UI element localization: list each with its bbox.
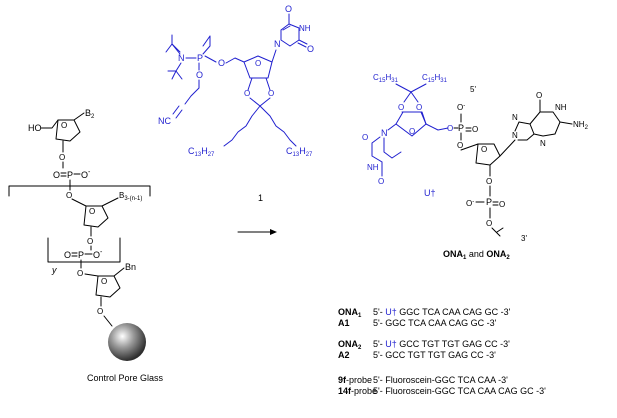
sequence-name: A1 [338, 318, 350, 328]
sequence-value: 5'- GGC TCA CAA CAG GC -3' [373, 318, 497, 328]
product-p-2: P [486, 197, 492, 207]
product-g-n-1: N [512, 131, 518, 140]
product-o-link-1: O [457, 141, 463, 150]
sequence-name: 14f-probe [338, 386, 377, 396]
amidite-base-o-1: O [285, 4, 292, 14]
sequence-value: 5'- U† GGC TCA CAA CAG GC -3' [373, 307, 511, 317]
ring-oxygen-3: O [101, 277, 107, 286]
amidite-o-2: O [218, 58, 225, 68]
u-dagger-label: U† [424, 188, 436, 198]
sequence-value: 5'- U† GCC TGT TGT GAG CC -3' [373, 339, 510, 349]
three-prime-label: 3' [521, 234, 527, 243]
amidite-nc: NC [158, 116, 171, 126]
sequence-name: ONA2 [338, 339, 362, 351]
ho-label: HO [28, 123, 42, 133]
product-p-1: P [458, 123, 464, 133]
amidite-chain-1: C13H27 [188, 146, 215, 158]
product-ring-o-1: O [409, 127, 415, 136]
cpg-support-label: Control Pore Glass [87, 373, 164, 383]
product-o-dbl-1: O [472, 125, 478, 134]
link-oxygen-5: O [97, 307, 103, 316]
ring-oxygen-1: O [61, 121, 67, 130]
amidite-base-nh: NH [299, 24, 311, 33]
product-ketal-o-2: O [416, 103, 422, 112]
amidite-p: P [197, 53, 203, 63]
product-g-nh: NH [555, 103, 567, 112]
product-u-nh: NH [367, 163, 379, 172]
amidite-chain-2: C13H27 [286, 146, 313, 158]
sequence-value: 5'- Fluoroscein-GGC TCA CAA -3' [373, 375, 508, 385]
compound-number-1: 1 [258, 193, 263, 203]
phosphorus-2: P [78, 250, 84, 260]
ring-oxygen-2: O [89, 207, 95, 216]
product-phos-o-1: O [447, 124, 453, 133]
product-structure: C15H31 C15H31 5' O O O O P O- O O N O NH… [362, 73, 589, 261]
base-b3: B3-(n-1) [119, 191, 142, 202]
reaction-arrow [237, 229, 277, 235]
sequence-value: 5'- GCC TGT TGT GAG CC -3' [373, 350, 496, 360]
sequence-value: 5'- Fluoroscein-GGC TCA CAA CAG GC -3' [373, 386, 546, 396]
amidite-o-1: O [196, 70, 203, 80]
dbl-oxygen-1: O [53, 170, 60, 180]
base-bn: Bn [125, 262, 136, 272]
amidite-base-n: N [274, 39, 281, 49]
product-o-minus-1: O- [457, 103, 465, 112]
sequence-name: ONA1 [338, 307, 362, 319]
five-prime-label: 5' [470, 85, 476, 94]
product-g-nh2: NH2 [573, 120, 589, 131]
sequence-name: A2 [338, 350, 350, 360]
product-o-link-2: O [486, 219, 492, 228]
link-oxygen-3: O [87, 237, 93, 246]
product-u-o-2: O [378, 177, 384, 186]
product-ketal-o-1: O [398, 103, 404, 112]
product-o-dbl-2: O [499, 200, 505, 209]
product-chain-2: C15H31 [422, 73, 448, 84]
ona-caption: ONA1 and ONA2 [443, 249, 510, 261]
link-oxygen-1: O [59, 153, 65, 162]
product-chain-1: C15H31 [373, 73, 399, 84]
sequence-table: ONA1 5'- U† GGC TCA CAA CAG GC -3' A1 5'- G… [338, 307, 546, 396]
link-oxygen-2: O [66, 191, 72, 200]
product-u-n: N [381, 128, 388, 138]
product-u-o-1: O [362, 133, 368, 142]
product-phos-o-2: O [486, 177, 492, 186]
sequence-name: 9f-probe [338, 375, 372, 385]
dbl-oxygen-2: O [64, 250, 71, 260]
o-minus-2: O- [93, 249, 103, 260]
product-g-n-2: N [512, 113, 518, 122]
product-g-n-3: N [540, 139, 546, 148]
base-b2: B2 [85, 108, 95, 120]
cpg-sphere-icon [108, 323, 146, 361]
link-oxygen-4: O [77, 269, 83, 278]
amidite-ring-o: O [255, 59, 261, 68]
product-g-o: O [536, 91, 542, 100]
product-o-minus-2: O- [466, 199, 474, 208]
repeat-y-label: y [51, 265, 57, 275]
amidite-ketal-o-2: O [268, 89, 274, 98]
product-ring-o-2: O [481, 145, 487, 154]
phosphoramidite-1: N P O NC O O O O C13H27 C13H27 N O NH [158, 4, 314, 203]
amidite-n: N [178, 53, 185, 63]
amidite-base-o-2: O [307, 44, 314, 54]
amidite-ketal-o-1: O [244, 89, 250, 98]
o-minus-1: O- [81, 169, 91, 180]
cpg-strand: HO O B2 O O P O- O O B3-(n-1) O O P [8, 108, 164, 383]
phosphorus-1: P [67, 170, 73, 180]
